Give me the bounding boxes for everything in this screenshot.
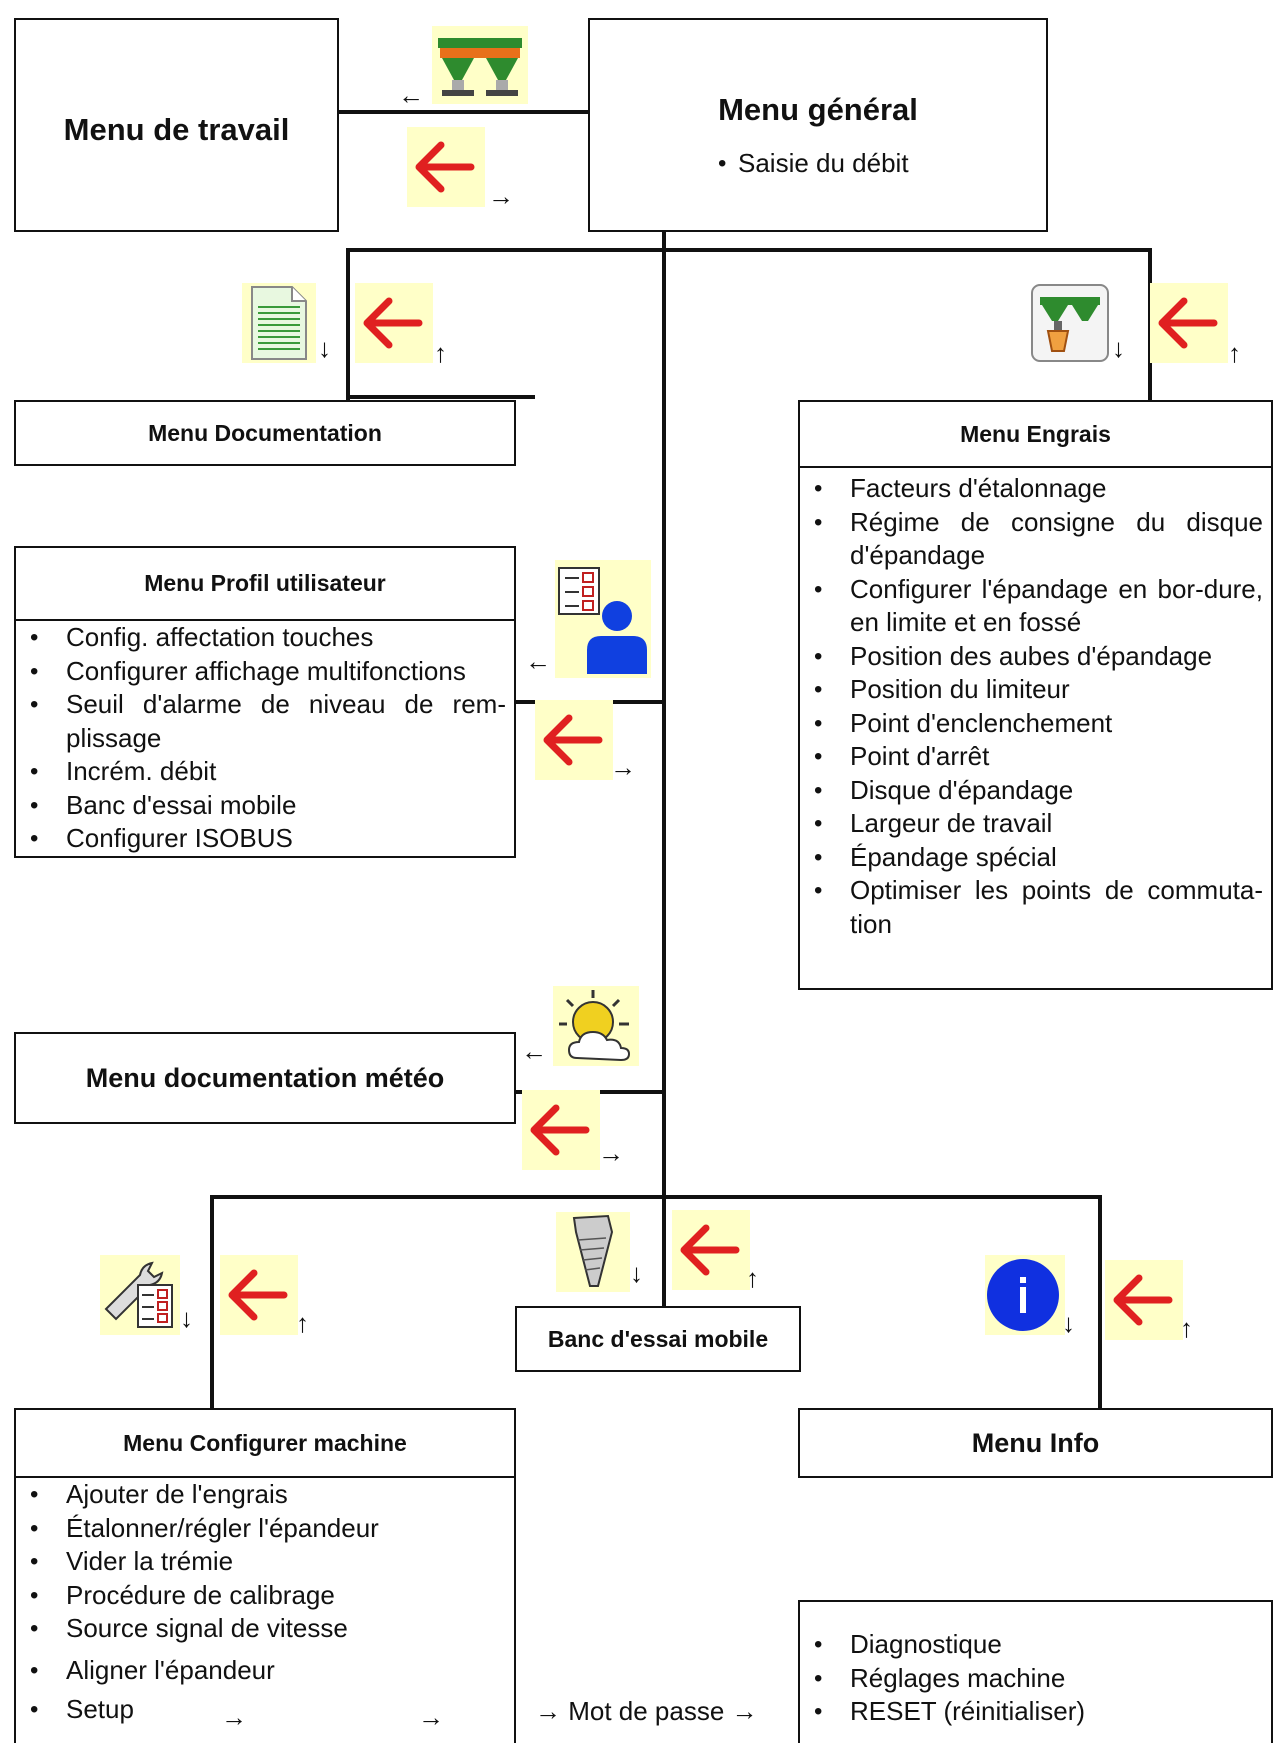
back-arrow-icon[interactable] bbox=[672, 1210, 750, 1290]
arrow-down-icon: ↓ bbox=[180, 1303, 193, 1333]
work-menu-title: Menu de travail bbox=[63, 112, 290, 147]
back-arrow-icon[interactable] bbox=[407, 127, 485, 207]
user-profile-menu-list: Config. affectation touches Configurer a… bbox=[16, 621, 514, 856]
arrow-down-icon: ↓ bbox=[1112, 333, 1125, 363]
arrow-up-icon: ↑ bbox=[746, 1263, 759, 1293]
machine-menu-box[interactable]: Menu Configurer machine Ajouter de l'eng… bbox=[14, 1408, 516, 1743]
work-menu-box[interactable]: Menu de travail bbox=[14, 18, 339, 232]
info-menu-title: Menu Info bbox=[971, 1427, 1100, 1458]
info-list-box[interactable]: Diagnostique Réglages machine RESET (réi… bbox=[798, 1600, 1273, 1743]
list-item: Largeur de travail bbox=[800, 807, 1271, 841]
list-item: Réglages machine bbox=[800, 1662, 1271, 1696]
back-arrow-icon[interactable] bbox=[355, 283, 433, 363]
arrow-down-icon: ↓ bbox=[1062, 1308, 1075, 1338]
weather-menu-box[interactable]: Menu documentation météo bbox=[14, 1032, 516, 1124]
arrow-left-icon: ← bbox=[398, 80, 424, 110]
list-item: Configurer affichage multifonctions bbox=[16, 655, 514, 689]
list-item: Source signal de vitesse bbox=[16, 1612, 514, 1646]
list-item: Configurer ISOBUS bbox=[16, 822, 514, 856]
machine-menu-list: Ajouter de l'engrais Étalonner/régler l'… bbox=[16, 1478, 514, 1727]
back-arrow-icon[interactable] bbox=[1150, 283, 1228, 363]
list-item: Aligner l'épandeur bbox=[16, 1654, 514, 1688]
arrow-left-icon: ← bbox=[521, 1036, 547, 1066]
fertilizer-menu-box[interactable]: Menu Engrais Facteurs d'étalonnage Régim… bbox=[798, 400, 1273, 990]
main-menu-list: Saisie du débit bbox=[704, 147, 909, 181]
spreader-icon[interactable] bbox=[432, 26, 528, 104]
test-bench-title: Banc d'essai mobile bbox=[547, 1325, 769, 1352]
arrow-down-icon: ↓ bbox=[318, 333, 331, 363]
list-item: Point d'arrêt bbox=[800, 740, 1271, 774]
main-menu-box[interactable]: Menu général Saisie du débit bbox=[588, 18, 1048, 232]
test-tray-icon[interactable] bbox=[556, 1212, 630, 1292]
list-item: Position du limiteur bbox=[800, 673, 1271, 707]
weather-menu-title: Menu documentation météo bbox=[85, 1062, 445, 1093]
documentation-menu-title: Menu Documentation bbox=[148, 419, 382, 446]
fertilizer-menu-title: Menu Engrais bbox=[800, 402, 1271, 468]
list-item: Disque d'épandage bbox=[800, 774, 1271, 808]
document-icon[interactable] bbox=[242, 283, 316, 363]
setup-arrow: → bbox=[221, 1702, 247, 1732]
list-item: Optimiser les points de commuta-tion bbox=[800, 874, 1271, 941]
list-item: Seuil d'alarme de niveau de rem-plissage bbox=[16, 688, 514, 755]
machine-menu-title: Menu Configurer machine bbox=[16, 1410, 514, 1478]
list-item: Incrém. débit bbox=[16, 755, 514, 789]
info-icon[interactable] bbox=[985, 1255, 1065, 1335]
arrow-left-icon: ← bbox=[525, 646, 551, 676]
list-item: Point d'enclenchement bbox=[800, 707, 1271, 741]
info-list: Diagnostique Réglages machine RESET (réi… bbox=[800, 1602, 1271, 1729]
info-menu-box[interactable]: Menu Info bbox=[798, 1408, 1273, 1478]
arrow-right-icon: → bbox=[610, 752, 636, 782]
wrench-settings-icon[interactable] bbox=[100, 1255, 180, 1335]
list-item: Setup bbox=[16, 1693, 514, 1727]
arrow-down-icon: ↓ bbox=[630, 1258, 643, 1288]
fertilizer-icon[interactable] bbox=[1030, 283, 1110, 363]
arrow-up-icon: ↑ bbox=[1228, 338, 1241, 368]
list-item: Vider la trémie bbox=[16, 1545, 514, 1579]
arrow-up-icon: ↑ bbox=[296, 1308, 309, 1338]
back-arrow-icon[interactable] bbox=[1105, 1260, 1183, 1340]
arrow-right-icon: → bbox=[488, 181, 514, 211]
arrow-up-icon: ↑ bbox=[434, 338, 447, 368]
arrow-right-icon: → bbox=[598, 1138, 624, 1168]
list-item: Régime de consigne du disque d'épandage bbox=[800, 506, 1271, 573]
list-item: Saisie du débit bbox=[704, 147, 909, 181]
back-arrow-icon[interactable] bbox=[535, 700, 613, 780]
user-profile-icon[interactable] bbox=[555, 560, 651, 678]
list-item: Banc d'essai mobile bbox=[16, 789, 514, 823]
password-label: → Mot de passe → bbox=[535, 1696, 758, 1726]
user-profile-menu-title: Menu Profil utilisateur bbox=[16, 548, 514, 621]
list-item: RESET (réinitialiser) bbox=[800, 1695, 1271, 1729]
list-item: Position des aubes d'épandage bbox=[800, 640, 1271, 674]
list-item: Étalonner/régler l'épandeur bbox=[16, 1512, 514, 1546]
list-item: Diagnostique bbox=[800, 1628, 1271, 1662]
documentation-menu-box[interactable]: Menu Documentation bbox=[14, 400, 516, 466]
back-arrow-icon[interactable] bbox=[522, 1090, 600, 1170]
list-item: Épandage spécial bbox=[800, 841, 1271, 875]
list-item: Configurer l'épandage en bor-dure, en li… bbox=[800, 573, 1271, 640]
list-item: Procédure de calibrage bbox=[16, 1579, 514, 1613]
back-arrow-icon[interactable] bbox=[220, 1255, 298, 1335]
list-item: Facteurs d'étalonnage bbox=[800, 472, 1271, 506]
main-menu-title: Menu général bbox=[718, 92, 918, 127]
weather-icon[interactable] bbox=[553, 986, 639, 1066]
fertilizer-menu-list: Facteurs d'étalonnage Régime de consigne… bbox=[800, 468, 1271, 941]
test-bench-box[interactable]: Banc d'essai mobile bbox=[515, 1306, 801, 1372]
user-profile-menu-box[interactable]: Menu Profil utilisateur Config. affectat… bbox=[14, 546, 516, 858]
arrow-up-icon: ↑ bbox=[1180, 1313, 1193, 1343]
list-item: Ajouter de l'engrais bbox=[16, 1478, 514, 1512]
list-item: Config. affectation touches bbox=[16, 621, 514, 655]
setup-arrow: → bbox=[418, 1702, 444, 1732]
